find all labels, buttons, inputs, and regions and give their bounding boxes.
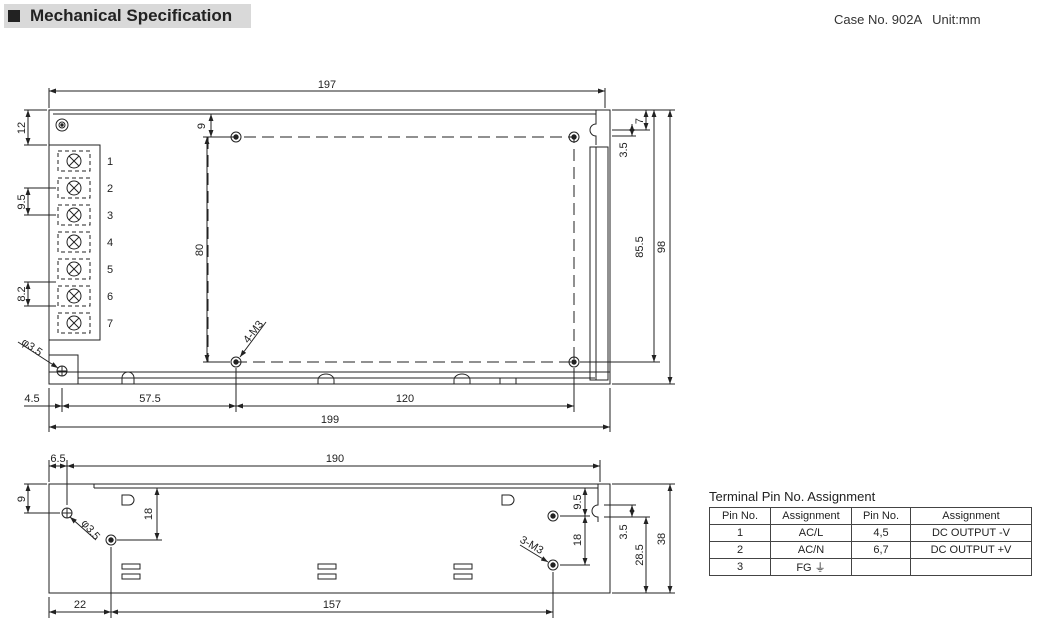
table-cell [910, 558, 1032, 576]
table-cell: AC/L [770, 524, 852, 542]
terminal-number-1: 1 [107, 156, 113, 168]
bottom-slot-1 [121, 371, 135, 384]
terminal-number-2: 2 [107, 183, 113, 195]
side-slot-right [501, 494, 515, 506]
bottom-slot-2 [317, 373, 335, 384]
label-9-inner: 9 [196, 123, 208, 129]
label-28-5: 28.5 [634, 544, 646, 565]
terminal-table-title: Terminal Pin No. Assignment [709, 489, 876, 504]
terminal-number-7: 7 [107, 318, 113, 330]
side-mount-hole-1 [105, 534, 117, 546]
side-view-labels: 6.5 190 9 φ3.5 18 9.5 18 3-M3 3.5 28.5 3… [16, 453, 668, 611]
terminal-number-4: 4 [107, 237, 113, 249]
table-cell: AC/N [770, 541, 852, 559]
unit-label: Unit:mm [932, 12, 981, 27]
label-4-m3: 4-M3 [241, 319, 266, 346]
terminal-number-6: 6 [107, 291, 113, 303]
side-view [24, 460, 675, 618]
terminal-number-3: 3 [107, 210, 113, 222]
label-85-5: 85.5 [634, 236, 646, 257]
label-197: 197 [318, 79, 336, 91]
top-view-labels: 197 12 9.5 8.2 φ3.5 9 80 4-M3 7 3.5 85.5… [16, 79, 668, 426]
label-6-5: 6.5 [50, 453, 65, 465]
label-7: 7 [634, 118, 646, 124]
terminal-table: Pin No. Assignment Pin No. Assignment 1 … [709, 507, 1032, 576]
terminal-assignment-block: Terminal Pin No. Assignment Pin No. Assi… [709, 489, 1032, 576]
table-header-cell: Assignment [910, 507, 1032, 525]
table-row: 1 AC/L 4,5 DC OUTPUT -V [709, 524, 1032, 542]
corner-hole-bottom [56, 365, 68, 377]
top-view-outline [48, 109, 611, 385]
table-cell [851, 558, 911, 576]
table-row: 3 FG ⏚ [709, 558, 1032, 576]
table-header-cell: Pin No. [851, 507, 911, 525]
label-22: 22 [74, 599, 86, 611]
table-cell: 6,7 [851, 541, 911, 559]
label-38: 38 [656, 533, 668, 545]
terminal-screws [57, 150, 91, 334]
right-slot [589, 110, 597, 145]
label-3-5-side: 3.5 [618, 524, 630, 539]
side-slot-left [121, 494, 135, 506]
table-cell: FG ⏚ [770, 558, 852, 576]
label-12: 12 [16, 122, 28, 134]
label-80: 80 [194, 244, 206, 256]
bottom-slot-3 [453, 373, 471, 384]
label-199: 199 [321, 414, 339, 426]
table-header-cell: Assignment [770, 507, 852, 525]
mount-hole-tr [568, 131, 580, 143]
table-cell: 4,5 [851, 524, 911, 542]
table-cell: DC OUTPUT +V [910, 541, 1032, 559]
label-98: 98 [656, 241, 668, 253]
side-mount-hole-3 [547, 559, 559, 571]
side-hole-left [61, 507, 73, 519]
leader-side-hole-dia [69, 516, 97, 541]
table-cell: DC OUTPUT -V [910, 524, 1032, 542]
terminal-number-5: 5 [107, 264, 113, 276]
leader-hole-dia [17, 341, 59, 369]
label-9-5-side: 9.5 [572, 494, 584, 509]
case-info: Case No. 902A Unit:mm [834, 12, 981, 27]
table-cell: 2 [709, 541, 771, 559]
table-header-cell: Pin No. [709, 507, 771, 525]
label-8-2: 8.2 [16, 286, 28, 301]
label-9-side: 9 [16, 496, 28, 502]
label-157: 157 [323, 599, 341, 611]
bottom-slot-4 [499, 377, 517, 384]
leader-3-m3 [519, 544, 549, 563]
table-header-row: Pin No. Assignment Pin No. Assignment [709, 507, 1032, 525]
mount-hole-br [568, 356, 580, 368]
label-3-5-top: 3.5 [618, 142, 630, 157]
label-9-5: 9.5 [16, 194, 28, 209]
mount-hole-tl [230, 131, 242, 143]
right-bracket [589, 146, 609, 381]
label-18-right: 18 [572, 534, 584, 546]
label-120: 120 [396, 393, 414, 405]
side-right-slot [591, 484, 599, 522]
section-title: Mechanical Specification [30, 6, 233, 25]
section-header-square-icon [8, 10, 20, 22]
table-cell: 3 [709, 558, 771, 576]
label-phi-3-5: φ3.5 [19, 336, 44, 359]
label-4-5: 4.5 [24, 393, 39, 405]
label-3-m3: 3-M3 [518, 534, 546, 557]
top-view [17, 88, 675, 432]
terminal-block-outline [49, 144, 101, 341]
leader-4-m3 [239, 321, 267, 358]
label-57-5: 57.5 [139, 393, 160, 405]
section-header-bar [4, 4, 251, 28]
corner-hole-top [55, 118, 69, 132]
side-view-outline [48, 483, 611, 594]
label-phi-3-5-side: φ3.5 [78, 518, 102, 543]
label-190: 190 [326, 453, 344, 465]
table-cell: 1 [709, 524, 771, 542]
terminal-block-lower [49, 354, 79, 384]
label-18-left: 18 [143, 508, 155, 520]
case-number: Case No. 902A [834, 12, 923, 27]
table-row: 2 AC/N 6,7 DC OUTPUT +V [709, 541, 1032, 559]
side-mount-hole-2 [547, 510, 559, 522]
mount-hole-bl [230, 356, 242, 368]
